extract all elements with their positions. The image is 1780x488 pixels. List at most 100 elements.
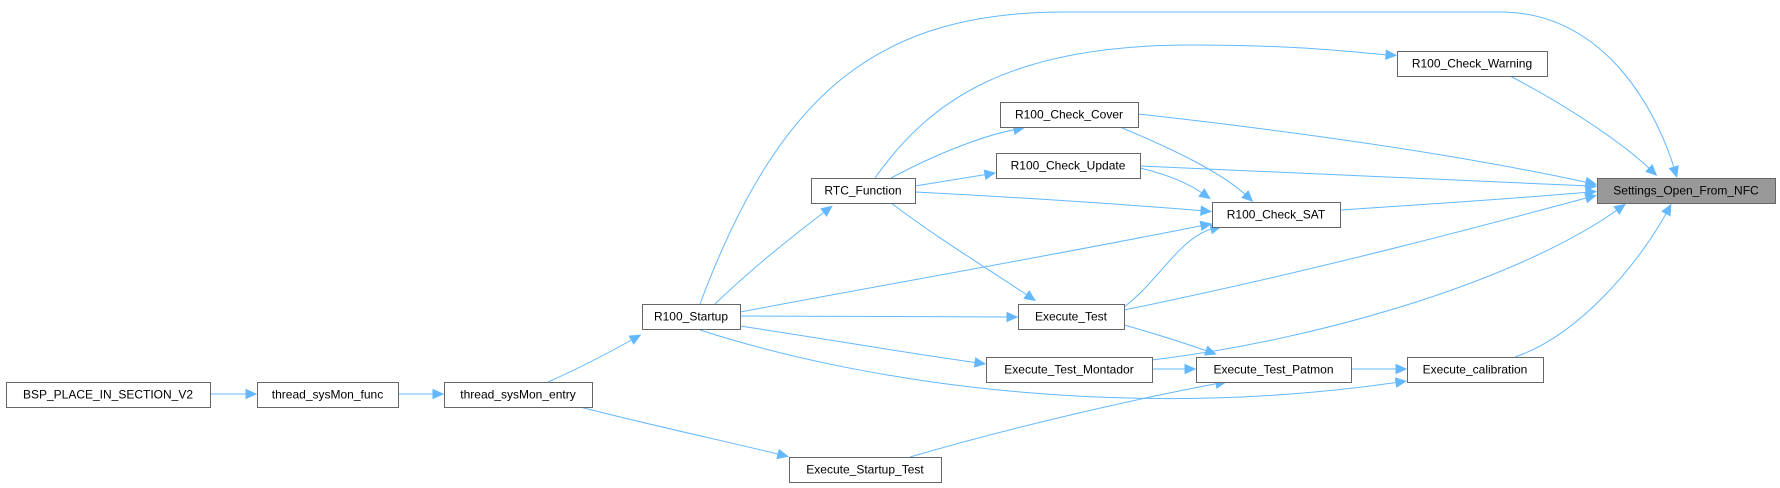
arrowhead bbox=[1184, 363, 1197, 375]
node-startup[interactable]: R100_Startup bbox=[642, 304, 741, 330]
node-settings[interactable]: Settings_Open_From_NFC bbox=[1597, 178, 1776, 204]
edge-line bbox=[699, 329, 1401, 399]
node-patmon[interactable]: Execute_Test_Patmon bbox=[1196, 357, 1352, 383]
arrowhead bbox=[1204, 345, 1217, 356]
node-label: Settings_Open_From_NFC bbox=[1613, 184, 1759, 198]
node-label: Execute_Test bbox=[1035, 310, 1108, 324]
node-label: thread_sysMon_func bbox=[272, 388, 383, 402]
node-montador[interactable]: Execute_Test_Montador bbox=[986, 357, 1153, 383]
arrowhead bbox=[1199, 220, 1213, 232]
arrowhead bbox=[820, 205, 833, 217]
node-box[interactable] bbox=[1212, 202, 1341, 228]
edge-sat-to-settings bbox=[1339, 187, 1598, 211]
arrowhead bbox=[1394, 377, 1408, 388]
edge-warning-to-settings bbox=[1509, 75, 1658, 176]
arrowhead bbox=[628, 334, 642, 345]
edges-layer bbox=[210, 11, 1679, 460]
edge-line bbox=[739, 325, 980, 364]
node-box[interactable] bbox=[811, 178, 916, 204]
node-box[interactable] bbox=[642, 304, 741, 330]
node-label: RTC_Function bbox=[824, 184, 901, 198]
node-box[interactable] bbox=[444, 382, 593, 408]
edge-line bbox=[739, 315, 1012, 318]
edge-line bbox=[1139, 165, 1591, 187]
node-box[interactable] bbox=[1397, 51, 1548, 77]
node-entry[interactable]: thread_sysMon_entry bbox=[444, 382, 593, 408]
edge-func-to-entry bbox=[398, 388, 445, 400]
edge-entry-to-starttest bbox=[579, 406, 790, 460]
node-starttest[interactable]: Execute_Startup_Test bbox=[789, 457, 942, 483]
edge-line bbox=[714, 209, 828, 305]
edge-line bbox=[890, 128, 1019, 179]
edge-exec-to-sat bbox=[1123, 223, 1223, 308]
edge-montador-to-patmon bbox=[1152, 363, 1197, 375]
edge-line bbox=[1509, 75, 1653, 172]
arrowhead bbox=[1198, 188, 1211, 200]
node-label: Execute_Startup_Test bbox=[806, 463, 924, 477]
node-exec[interactable]: Execute_Test bbox=[1018, 304, 1125, 330]
node-box[interactable] bbox=[1000, 102, 1139, 128]
arrowhead bbox=[1385, 49, 1398, 60]
arrowhead bbox=[1241, 190, 1254, 202]
arrowhead bbox=[1668, 165, 1679, 178]
node-box[interactable] bbox=[789, 457, 942, 483]
node-cover[interactable]: R100_Check_Cover bbox=[1000, 102, 1139, 128]
edge-line bbox=[874, 44, 1391, 179]
node-box[interactable] bbox=[1018, 304, 1125, 330]
arrowhead bbox=[776, 448, 790, 460]
edge-calib-to-settings bbox=[1514, 203, 1672, 358]
edge-line bbox=[914, 173, 990, 187]
edge-line bbox=[739, 224, 1206, 313]
edge-line bbox=[1123, 227, 1216, 308]
edge-rtc-to-exec bbox=[890, 202, 1036, 302]
arrowhead bbox=[1584, 193, 1597, 204]
edge-rtc-to-sat bbox=[914, 191, 1213, 216]
node-label: Execute_Test_Patmon bbox=[1213, 363, 1333, 377]
node-box[interactable] bbox=[257, 382, 399, 408]
edge-update-to-settings bbox=[1139, 165, 1598, 192]
nodes-layer: BSP_PLACE_IN_SECTION_V2 thread_sysMon_fun… bbox=[6, 51, 1776, 483]
arrowhead bbox=[1023, 290, 1036, 302]
node-sat[interactable]: R100_Check_SAT bbox=[1212, 202, 1341, 228]
node-label: R100_Startup bbox=[654, 310, 728, 324]
node-box[interactable] bbox=[1407, 357, 1544, 383]
arrowhead bbox=[1395, 363, 1408, 375]
node-rtc[interactable]: RTC_Function bbox=[811, 178, 916, 204]
node-box[interactable] bbox=[996, 153, 1141, 179]
node-func[interactable]: thread_sysMon_func bbox=[257, 382, 399, 408]
edge-montador-to-settings bbox=[1151, 203, 1626, 361]
edge-bsp-to-func bbox=[210, 388, 258, 400]
node-box[interactable] bbox=[1597, 178, 1776, 204]
node-update[interactable]: R100_Check_Update bbox=[996, 153, 1141, 179]
arrowhead bbox=[973, 357, 987, 368]
edge-entry-to-startup bbox=[547, 334, 642, 383]
edge-line bbox=[914, 191, 1206, 212]
arrowhead bbox=[1200, 205, 1213, 216]
edge-exec-to-patmon bbox=[1123, 324, 1217, 356]
edge-line bbox=[579, 406, 783, 456]
edge-line bbox=[1123, 324, 1211, 353]
edge-startup-to-calib bbox=[699, 329, 1408, 399]
edge-starttest-to-patmon bbox=[909, 378, 1228, 458]
edge-exec-to-settings bbox=[1123, 193, 1597, 311]
node-calib[interactable]: Execute_calibration bbox=[1407, 357, 1544, 383]
edge-startup-to-montador bbox=[739, 325, 987, 368]
node-label: thread_sysMon_entry bbox=[460, 388, 575, 402]
arrowhead bbox=[1645, 164, 1658, 176]
node-label: Execute_Test_Montador bbox=[1004, 363, 1133, 377]
edge-line bbox=[1137, 113, 1591, 184]
edge-rtc-to-warning bbox=[874, 44, 1398, 179]
node-bsp[interactable]: BSP_PLACE_IN_SECTION_V2 bbox=[6, 382, 211, 408]
edge-startup-to-exec bbox=[739, 311, 1019, 323]
edge-startup-to-rtc bbox=[714, 205, 833, 305]
node-warning[interactable]: R100_Check_Warning bbox=[1397, 51, 1548, 77]
edge-startup-to-sat bbox=[739, 220, 1213, 313]
edge-update-to-sat bbox=[1139, 167, 1211, 200]
arrowhead bbox=[983, 169, 997, 180]
node-box[interactable] bbox=[1196, 357, 1352, 383]
node-box[interactable] bbox=[986, 357, 1153, 383]
node-box[interactable] bbox=[6, 382, 211, 408]
arrowhead bbox=[245, 388, 258, 400]
edge-line bbox=[1139, 167, 1206, 196]
